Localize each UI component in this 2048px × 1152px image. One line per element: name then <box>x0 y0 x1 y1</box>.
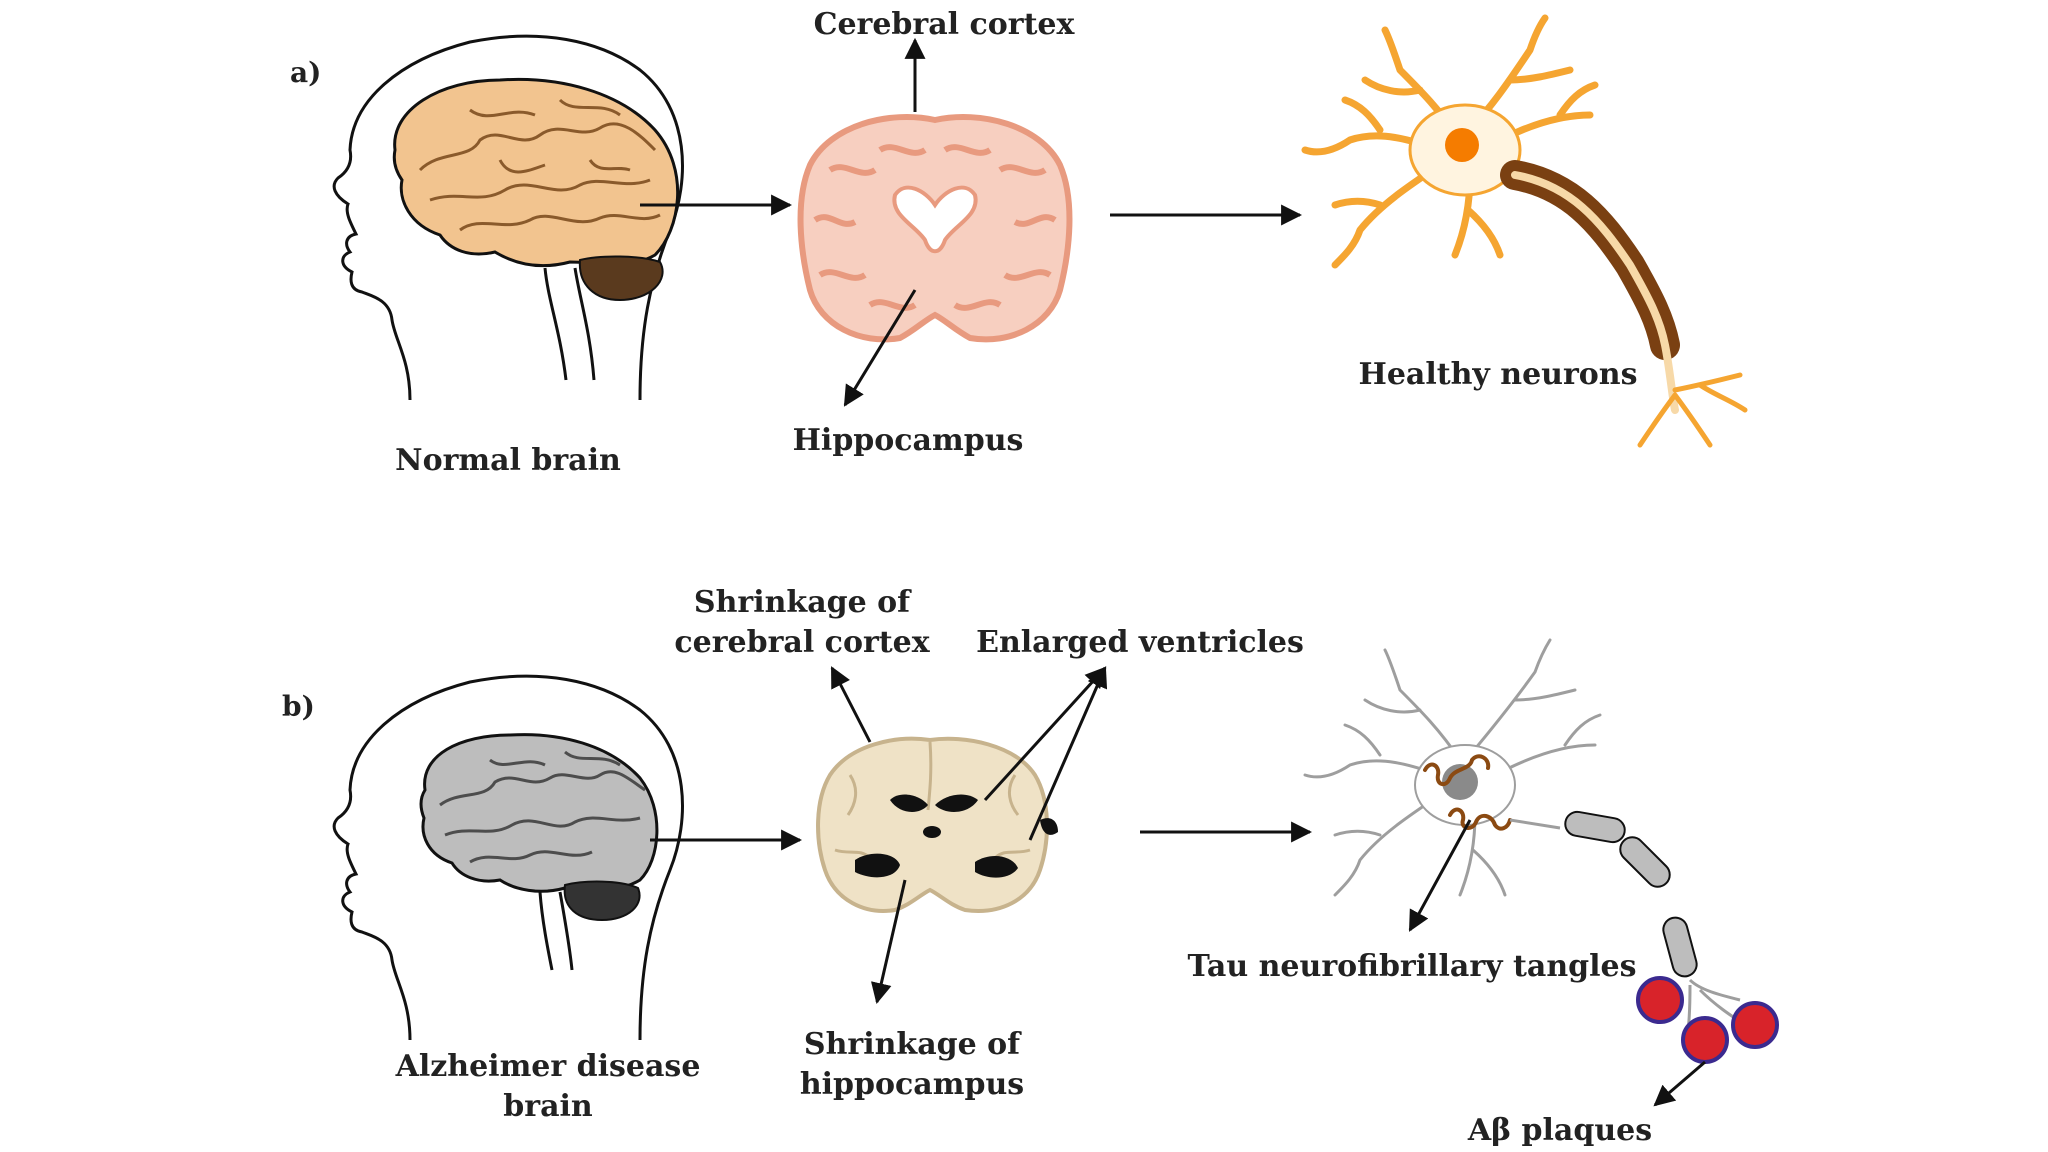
tau-tangles <box>1423 754 1512 831</box>
label-ad-brain-line2: brain <box>503 1089 593 1124</box>
cerebellum-a <box>578 255 664 302</box>
ad-axon-start <box>1509 818 1561 830</box>
arrow-enlarged-ventricles-2 <box>1028 666 1108 841</box>
healthy-brain-shape <box>392 77 680 268</box>
healthy-coronal-section <box>797 114 1073 343</box>
myelin-segment-1 <box>1564 810 1626 844</box>
ad-brain-folds <box>439 750 646 864</box>
label-healthy-neurons: Healthy neurons <box>1358 357 1637 392</box>
cerebellum-b <box>563 880 641 922</box>
label-abeta-plaques: Aβ plaques <box>1467 1113 1652 1148</box>
healthy-axon <box>1511 171 1679 414</box>
normal-head-illustration <box>332 34 684 401</box>
coronal-section-b <box>816 736 1049 913</box>
label-normal-brain: Normal brain <box>395 443 621 478</box>
ventricle-lower-right <box>975 856 1018 878</box>
plaque-3 <box>1731 1001 1779 1049</box>
panel-b: b) Alzheimer disease brain Shrinkage of … <box>282 585 1779 1148</box>
label-hippocampus: Hippocampus <box>793 423 1024 458</box>
ventricle-right-lateral <box>1040 818 1058 835</box>
panel-a-marker: a) <box>290 56 321 89</box>
plaque-1 <box>1636 976 1684 1024</box>
label-cerebral-cortex: Cerebral cortex <box>814 7 1076 42</box>
alzheimer-head-illustration <box>332 674 684 1041</box>
ventricle-upper-left <box>890 794 928 812</box>
label-ad-brain-line1: Alzheimer disease <box>395 1049 701 1084</box>
ad-axon-myelin-segments <box>1564 810 1698 978</box>
ventricle-upper-right <box>935 794 978 812</box>
coronal-gyri-a <box>813 144 1057 311</box>
arrow-tau-tangles <box>1408 819 1472 932</box>
healthy-neuron <box>1301 14 1748 448</box>
label-shrink-hippo-line2: hippocampus <box>800 1067 1024 1102</box>
arrow-hippocampus <box>843 289 917 407</box>
head-outline-a <box>332 34 684 401</box>
plaque-2 <box>1681 1016 1729 1064</box>
healthy-brain-folds <box>418 98 661 232</box>
arrow-shrink-hippocampus <box>870 879 907 1005</box>
healthy-axon-terminals <box>1637 372 1748 448</box>
ad-neuron-nucleus <box>1442 764 1478 800</box>
ad-neuron-dendrites <box>1303 638 1602 897</box>
coronal-sulci-b <box>834 741 1031 860</box>
label-tau-tangles: Tau neurofibrillary tangles <box>1187 949 1636 984</box>
panel-b-marker: b) <box>282 690 315 723</box>
arrow-shrink-cortex <box>830 666 872 743</box>
label-enlarged-ventricles: Enlarged ventricles <box>976 625 1304 660</box>
healthy-neuron-nucleus <box>1445 128 1479 162</box>
arrow-enlarged-ventricles-1 <box>983 666 1107 802</box>
ventricle-lower-left <box>855 853 900 878</box>
abeta-plaques <box>1636 976 1779 1064</box>
myelin-segment-2 <box>1619 836 1671 888</box>
brainstem-a <box>543 267 596 381</box>
label-shrink-hippo-line1: Shrinkage of <box>804 1027 1022 1062</box>
ventricles-a <box>892 185 978 254</box>
ad-brain-shape <box>419 733 659 893</box>
arrow-abeta-plaques <box>1653 1060 1706 1107</box>
label-shrink-cortex-line1: Shrinkage of <box>694 585 912 620</box>
panel-a: a) Normal brain Cerebral cortex Hippocam… <box>290 7 1748 478</box>
healthy-axon-myelin <box>1500 160 1680 360</box>
ad-neuron <box>1303 638 1779 1064</box>
head-outline-b <box>332 674 684 1041</box>
myelin-segment-3 <box>1662 916 1698 978</box>
ad-coronal-section <box>816 736 1058 913</box>
brainstem-b <box>538 891 574 971</box>
ventricle-third <box>923 826 941 838</box>
label-shrink-cortex-line2: cerebral cortex <box>674 625 930 660</box>
